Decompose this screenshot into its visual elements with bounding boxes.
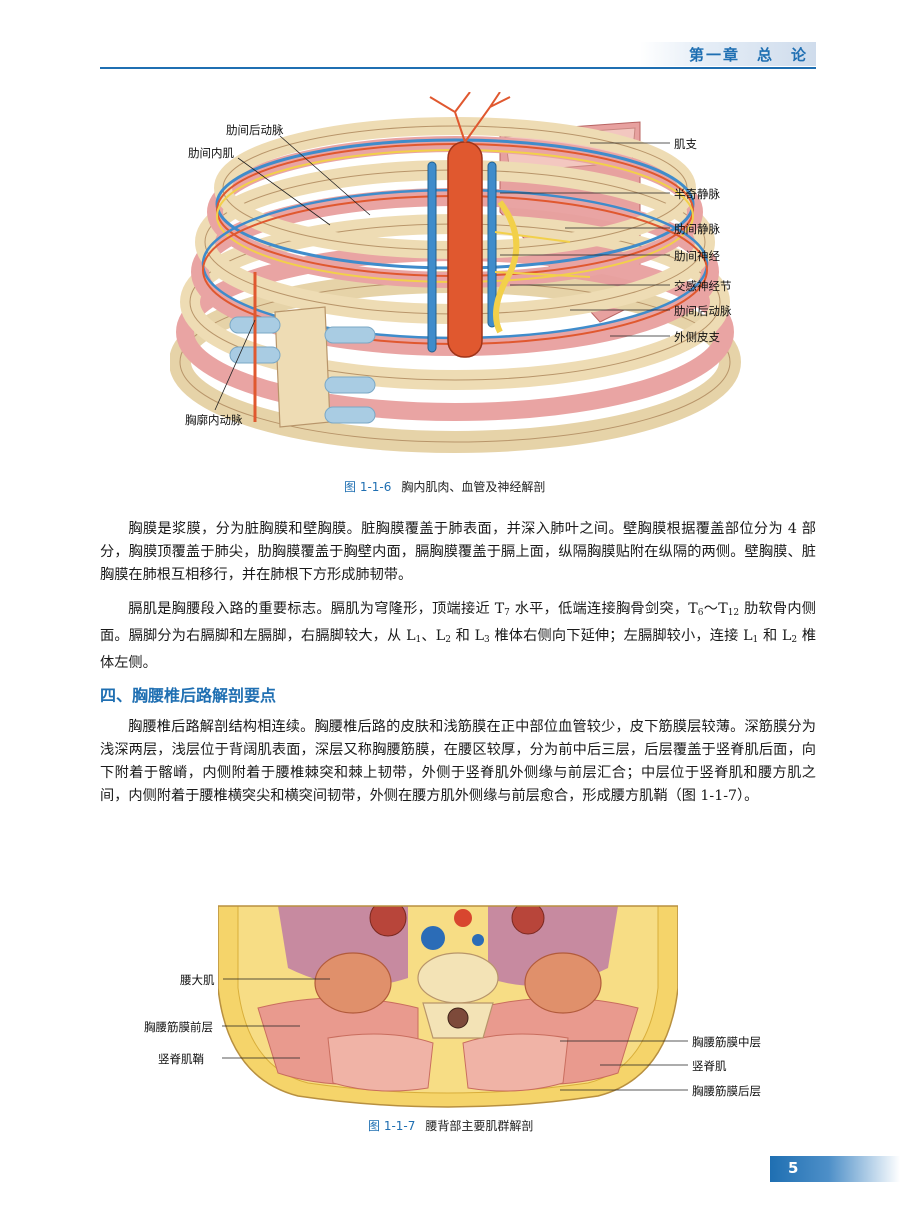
- figure-thoracic-anatomy: [170, 92, 770, 470]
- para2-f: 和 L: [450, 628, 485, 644]
- header-band: [640, 42, 816, 66]
- para2-g: 椎体右侧向下延伸；左膈脚较小，连接 L: [489, 628, 753, 644]
- chapter-title: 第一章 总 论: [688, 46, 808, 64]
- figure1-caption: 图 1-1-6 胸内肌肉、血管及神经解剖: [344, 478, 545, 495]
- para2-h: 和 L: [758, 628, 792, 644]
- para2-b: 水平，低端连接胸骨剑突，T: [509, 601, 698, 617]
- label-intercostal-posterior-artery-top: 肋间后动脉: [226, 123, 284, 137]
- figure2-title: 腰背部主要肌群解剖: [425, 1119, 534, 1133]
- paragraph-pleura: 胸膜是浆膜，分为脏胸膜和壁胸膜。脏胸膜覆盖于肺表面，并深入肺叶之间。壁胸膜根据覆…: [100, 518, 816, 587]
- para2-h-sub: 2: [791, 635, 798, 645]
- paragraph-pleura-text: 胸膜是浆膜，分为脏胸膜和壁胸膜。脏胸膜覆盖于肺表面，并深入肺叶之间。壁胸膜根据覆…: [100, 521, 816, 583]
- para2-f-sub: 3: [484, 635, 490, 645]
- figure2-caption: 图 1-1-7 腰背部主要肌群解剖: [368, 1117, 533, 1134]
- lumbar-illustration: [218, 905, 678, 1108]
- label-sympathetic-ganglion: 交感神经节: [674, 279, 732, 293]
- para2-e-sub: 2: [445, 635, 451, 645]
- label-tlf-anterior: 胸腰筋膜前层: [144, 1020, 213, 1034]
- label-muscular-branch: 肌支: [674, 137, 697, 151]
- label-intercostal-vein: 肋间静脉: [674, 222, 720, 236]
- paragraph-diaphragm: 膈肌是胸腰段入路的重要标志。膈肌为穹隆形，顶端接近 T7 水平，低端连接胸骨剑突…: [100, 598, 816, 675]
- para2-c: ～T: [703, 601, 728, 617]
- section-title: 四、胸腰椎后路解剖要点: [100, 686, 277, 705]
- figure2-leader-lines: [222, 978, 688, 1091]
- label-tlf-posterior: 胸腰筋膜后层: [692, 1084, 761, 1098]
- thoracic-illustration: [170, 92, 741, 453]
- label-internal-thoracic-artery: 胸廓内动脉: [185, 413, 243, 427]
- figure1-number: 图 1-1-6: [344, 480, 392, 494]
- paragraph-posterior-approach: 胸腰椎后路解剖结构相连续。胸腰椎后路的皮肤和浅筋膜在正中部位血管较少，皮下筋膜层…: [100, 716, 816, 808]
- label-tlf-middle: 胸腰筋膜中层: [692, 1035, 761, 1049]
- figure1-leader-lines: [214, 135, 670, 411]
- para2-a-sub: 7: [504, 608, 510, 618]
- page-number: 5: [788, 1159, 799, 1177]
- header-rule: [100, 67, 816, 69]
- label-erector-sheath: 竖脊肌鞘: [158, 1052, 204, 1066]
- figure1-title: 胸内肌肉、血管及神经解剖: [401, 480, 546, 494]
- page-number-bar: [770, 1156, 900, 1182]
- label-hemiazygos-vein: 半奇静脉: [674, 187, 720, 201]
- para2-b-sub: 6: [697, 608, 704, 618]
- para2-e: 、L: [421, 628, 446, 644]
- label-intercostal-posterior-artery-right: 肋间后动脉: [674, 304, 732, 318]
- figure2-number: 图 1-1-7: [368, 1119, 416, 1133]
- para2-c-sub: 12: [727, 608, 740, 618]
- para2-d: 肋软骨内侧面。膈脚分为右膈脚和左膈脚，右膈脚较大，从 L: [100, 601, 816, 644]
- label-intercostal-nerve: 肋间神经: [674, 249, 720, 263]
- figure-lumbar-cross-section: [218, 878, 678, 1110]
- paragraph-posterior-approach-text: 胸腰椎后路解剖结构相连续。胸腰椎后路的皮肤和浅筋膜在正中部位血管较少，皮下筋膜层…: [100, 719, 816, 804]
- para2-i: 椎体左侧。: [100, 628, 817, 671]
- label-psoas-major: 腰大肌: [180, 973, 215, 987]
- label-intercostal-inner-muscle: 肋间内肌: [188, 146, 234, 160]
- label-lateral-cutaneous-branch: 外侧皮支: [674, 330, 720, 344]
- label-erector-spinae: 竖脊肌: [692, 1059, 727, 1073]
- para2-d-sub: 1: [415, 635, 422, 645]
- para2-a: 膈肌是胸腰段入路的重要标志。膈肌为穹隆形，顶端接近 T: [128, 601, 505, 617]
- para2-g-sub: 1: [752, 635, 759, 645]
